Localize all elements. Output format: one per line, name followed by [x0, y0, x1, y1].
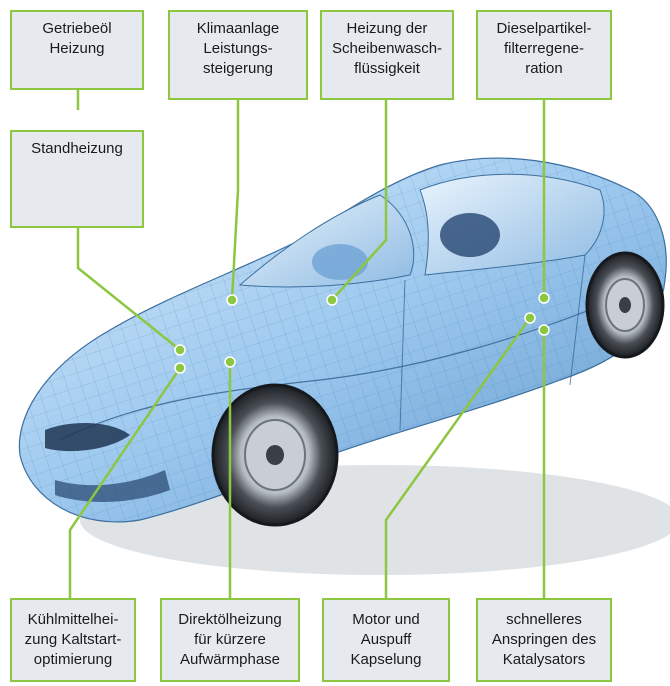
label-klimaanlage-leistungssteigerung: Klimaanlage Leistungs- steigerung	[168, 10, 308, 100]
car-windshield	[238, 194, 415, 288]
leader-scheibenwasch	[331, 100, 388, 301]
leader-kuehlmittel	[68, 367, 182, 598]
rear-wheel	[585, 251, 665, 359]
car-grille	[55, 470, 170, 502]
label-getriebeoel-heizung: Getriebeöl Heizung	[10, 10, 144, 90]
label-kuehlmittelheizung-kaltstartoptimierung: Kühlmittelhei- zung Kaltstart- optimieru…	[10, 598, 136, 682]
label-standheizung: Standheizung	[10, 130, 144, 228]
dot-standheizung	[174, 344, 186, 356]
car-seat-front	[312, 244, 368, 280]
car-seat-driver	[440, 213, 500, 257]
leader-motor	[384, 317, 532, 598]
leader-standheizung	[76, 228, 181, 351]
label-katalysator: schnelleres Anspringen des Katalysators	[476, 598, 612, 682]
car-door-line	[399, 279, 406, 431]
dot-kuehlmittel	[174, 362, 186, 374]
dot-katalysator	[538, 324, 550, 336]
dot-direktoel	[224, 356, 236, 368]
label-dieselpartikelfilterregeneration: Dieselpartikel- filterregene- ration	[476, 10, 612, 100]
dot-dieselpartikel	[538, 292, 550, 304]
leader-lines	[68, 88, 546, 598]
dot-motor	[524, 312, 536, 324]
label-direktoelheizung: Direktölheizung für kürzere Aufwärmphase	[160, 598, 300, 682]
car-rear-door-line	[569, 254, 586, 386]
car-shoulder-line	[59, 289, 641, 441]
label-motor-auspuff-kapselung: Motor und Auspuff Kapselung	[322, 598, 450, 682]
leader-dots	[174, 292, 550, 374]
label-heizung-scheibenwaschfluessigkeit: Heizung der Scheibenwasch- flüssigkeit	[320, 10, 454, 100]
dot-scheibenwasch	[326, 294, 338, 306]
leader-klimaanlage	[230, 100, 240, 301]
dot-klimaanlage	[226, 294, 238, 306]
front-wheel	[211, 383, 339, 527]
car-headlight	[45, 423, 130, 452]
